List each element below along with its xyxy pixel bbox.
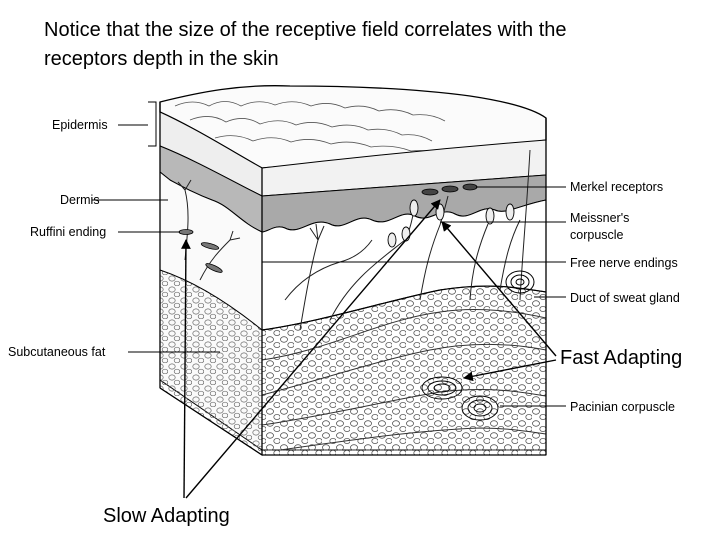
fast-adapting-arrow-pacinian xyxy=(463,359,557,382)
slow-adapting-arrow-merkel xyxy=(185,199,441,499)
label-pacinian-corpuscle: Pacinian corpuscle xyxy=(570,400,675,414)
slow-adapting-arrow-ruffini xyxy=(181,239,191,499)
fast-adapting-arrow-meissner xyxy=(441,221,557,357)
pacinian-corpuscle-shapes xyxy=(421,376,499,421)
page-title: Notice that the size of the receptive fi… xyxy=(44,16,704,74)
label-subcutaneous-fat: Subcutaneous fat xyxy=(8,345,106,359)
annotation-fast-adapting: Fast Adapting xyxy=(560,347,683,369)
label-merkel-receptors: Merkel receptors xyxy=(570,180,664,194)
label-free-nerve-endings: Free nerve endings xyxy=(570,256,678,270)
label-dermis: Dermis xyxy=(60,193,100,207)
annotation-slow-adapting: Slow Adapting xyxy=(103,505,230,527)
label-epidermis: Epidermis xyxy=(52,118,108,132)
title-line-2: receptors depth in the skin xyxy=(44,48,279,70)
label-meissner-line2: corpuscle xyxy=(570,228,624,242)
label-ruffini-ending: Ruffini ending xyxy=(30,225,107,239)
label-meissner-line1: Meissner's xyxy=(570,211,630,225)
label-duct-of-sweat-gland: Duct of sweat gland xyxy=(570,291,680,305)
title-line-1: Notice that the size of the receptive fi… xyxy=(44,19,567,41)
